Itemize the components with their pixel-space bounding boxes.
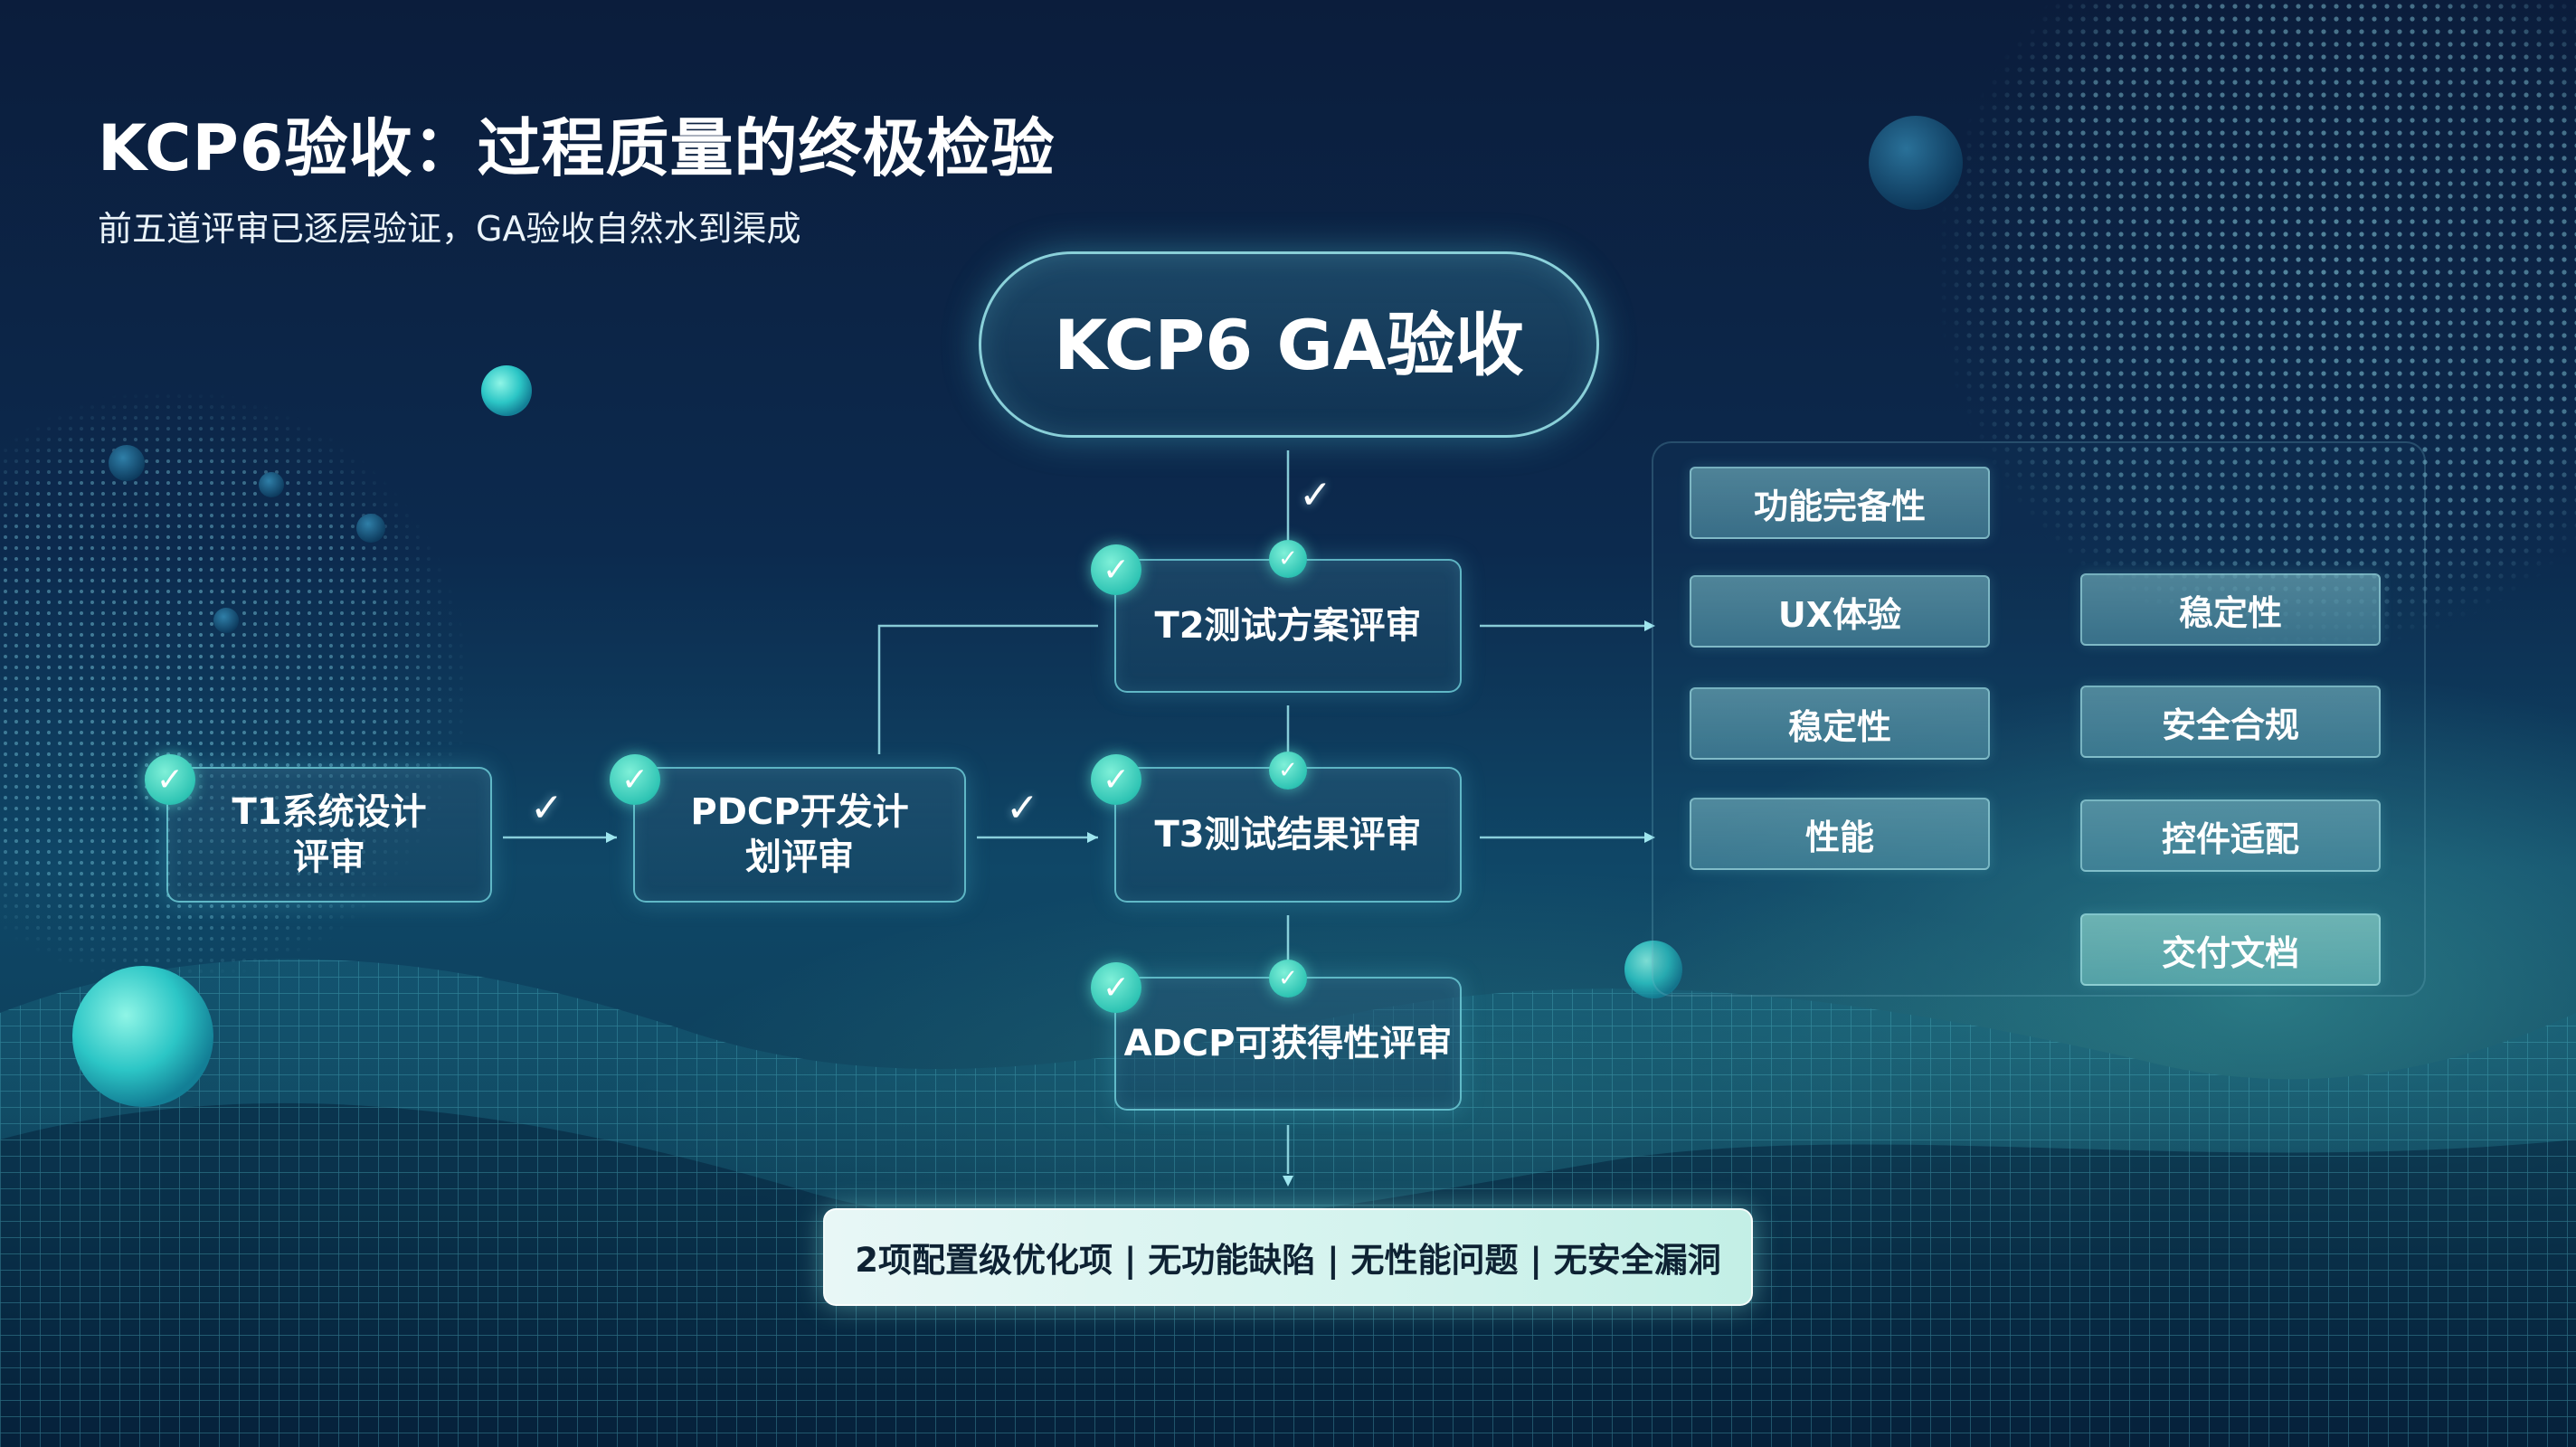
criterion-chip: 安全合规	[2080, 686, 2381, 758]
node-kcp6-ga: KCP6 GA验收	[979, 251, 1599, 438]
check-icon: ✓	[1269, 960, 1307, 998]
node-t1-system-design-review: T1系统设计 评审	[166, 767, 492, 903]
node-t1-line-2: 评审	[293, 837, 365, 878]
criterion-chip: 控件适配	[2080, 799, 2381, 872]
node-pdcp-line-2: 划评审	[744, 837, 854, 878]
check-icon: ✓	[530, 785, 564, 831]
page-subtitle: 前五道评审已逐层验证，GA验收自然水到渠成	[98, 209, 801, 249]
node-pdcp-line-1: PDCP开发计	[690, 791, 909, 833]
criterion-chip: 稳定性	[1690, 687, 1990, 760]
criterion-chip: UX体验	[1690, 575, 1990, 648]
check-icon: ✓	[1091, 754, 1141, 805]
node-adcp-availability-review: ADCP可获得性评审	[1114, 977, 1462, 1111]
criterion-chip: 稳定性	[2080, 573, 2381, 646]
check-icon: ✓	[1269, 752, 1307, 790]
check-icon: ✓	[1091, 962, 1141, 1013]
criterion-chip: 功能完备性	[1690, 467, 1990, 539]
check-icon: ✓	[1091, 544, 1141, 595]
node-pdcp-review: PDCP开发计 划评审	[633, 767, 966, 903]
node-t3-test-result-review: T3测试结果评审	[1114, 767, 1462, 903]
result-summary-bar: 2项配置级优化项 | 无功能缺陷 | 无性能问题 | 无安全漏洞	[823, 1208, 1753, 1306]
check-icon: ✓	[145, 754, 195, 805]
node-t1-line-1: T1系统设计	[232, 791, 427, 833]
criterion-chip: 交付文档	[2080, 913, 2381, 986]
check-icon: ✓	[1006, 785, 1039, 831]
node-t2-test-plan-review: T2测试方案评审	[1114, 559, 1462, 693]
check-icon: ✓	[1269, 540, 1307, 578]
check-icon: ✓	[1299, 472, 1332, 518]
check-icon: ✓	[610, 754, 660, 805]
criterion-chip: 性能	[1690, 798, 1990, 870]
page-title: KCP6验收：过程质量的终极检验	[98, 111, 1056, 185]
